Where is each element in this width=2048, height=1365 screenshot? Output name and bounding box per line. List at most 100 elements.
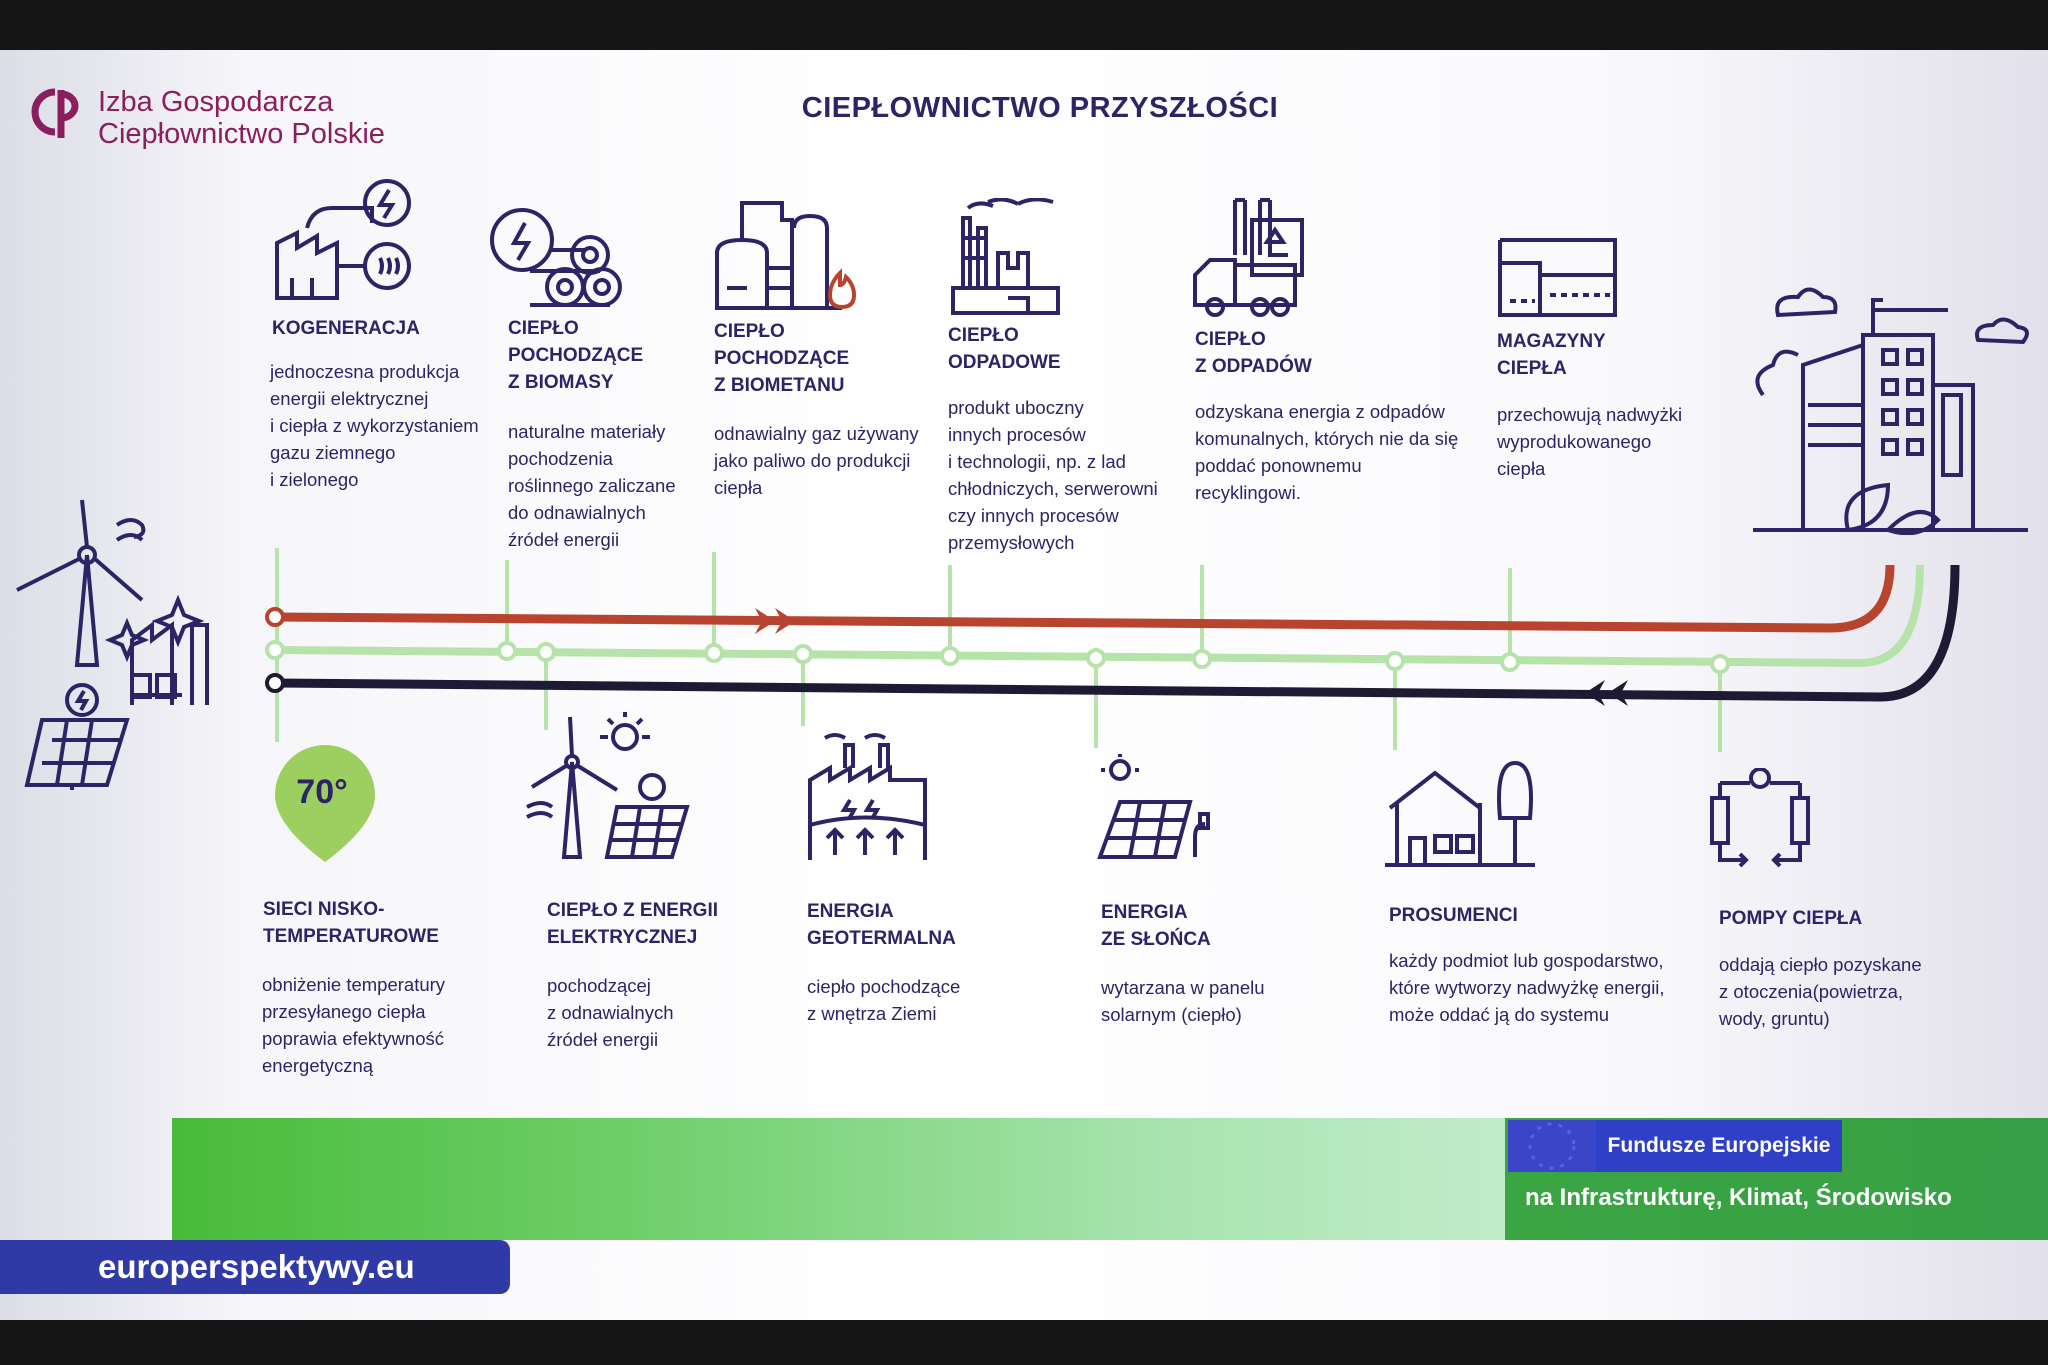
biomasa-heading: CIEPŁO POCHODZĄCE Z BIOMASY [508, 315, 643, 396]
heading-line: Z BIOMASY [508, 372, 614, 393]
org-name-line2: Ciepłownictwo Polskie [98, 118, 385, 150]
desc-line: energii elektrycznej [270, 388, 429, 409]
heading-line: ZE SŁOŃCA [1101, 929, 1211, 950]
biomasa-desc: naturalne materiały pochodzenia roślinne… [508, 418, 676, 553]
heat-pump-icon [1710, 768, 1810, 868]
heading-line: KOGENERACJA [272, 318, 420, 339]
desc-line: pochodzenia [508, 448, 613, 469]
desc-line: oddają ciepło pozyskane [1719, 954, 1922, 975]
sieci-desc: obniżenie temperatury przesyłanego ciepł… [262, 971, 445, 1079]
slonce-heading: ENERGIA ZE SŁOŃCA [1101, 899, 1211, 953]
prosumenci-desc: każdy podmiot lub gospodarstwo, które wy… [1389, 947, 1665, 1028]
supply-line [274, 564, 1895, 633]
z-odpadow-heading: CIEPŁO Z ODPADÓW [1195, 326, 1312, 380]
org-logo-icon [31, 88, 79, 138]
supply-flow-arrow-icon [755, 608, 795, 634]
desc-line: ciepła [714, 477, 763, 498]
heading-line: CIEPŁO Z ENERGII [547, 900, 719, 921]
desc-line: innych procesów [948, 424, 1086, 445]
desc-line: ciepła [1497, 458, 1546, 479]
heading-line: ENERGIA [807, 901, 894, 922]
desc-line: gazu ziemnego [270, 442, 396, 463]
desc-line: ciepło pochodzące [807, 976, 961, 997]
heading-line: CIEPŁO [1195, 329, 1266, 350]
desc-line: wytarzana w panelu [1101, 977, 1265, 998]
desc-line: z wnętrza Ziemi [807, 1003, 937, 1024]
watermark-label[interactable]: europerspektywy.eu [0, 1240, 510, 1294]
eu-flag-icon [1508, 1120, 1596, 1172]
desc-line: przechowują nadwyżki [1497, 404, 1683, 425]
desc-line: solarnym (ciepło) [1101, 1004, 1242, 1025]
desc-line: wody, gruntu) [1719, 1008, 1830, 1029]
heading-line: POCHODZĄCE [714, 348, 850, 369]
desc-line: naturalne materiały [508, 421, 666, 442]
heading-line: Z BIOMETANU [714, 375, 845, 396]
biometan-heading: CIEPŁO POCHODZĄCE Z BIOMETANU [714, 318, 849, 399]
green-line [274, 564, 1924, 668]
kogeneracja-desc: jednoczesna produkcja energii elektryczn… [270, 358, 479, 493]
desc-line: produkt uboczny [948, 397, 1084, 418]
desc-line: z odnawialnych [547, 1002, 674, 1023]
energy-sources-icon [16, 499, 209, 790]
heading-line: CIEPŁO [948, 325, 1019, 346]
heading-line: POCHODZĄCE [508, 345, 644, 366]
garbage-truck-icon [1193, 198, 1304, 317]
heading-line: Z ODPADÓW [1195, 356, 1312, 377]
wind-solar-icon [526, 712, 690, 859]
photo-bottom-border [0, 1320, 2048, 1365]
desc-line: chłodniczych, serwerowni [948, 478, 1158, 499]
footer-green-band [172, 1118, 1507, 1240]
heading-line: POMPY CIEPŁA [1719, 908, 1863, 929]
desc-line: i technologii, np. z lad [948, 451, 1126, 472]
desc-line: czy innych procesów [948, 505, 1119, 526]
bottom-connectors [275, 650, 1722, 752]
desc-line: przemysłowych [948, 532, 1075, 553]
temperature-badge: 70° [296, 773, 347, 811]
geotermalna-heading: ENERGIA GEOTERMALNA [807, 898, 956, 952]
energia-elektryczna-desc: pochodzącej z odnawialnych źródeł energi… [547, 972, 674, 1053]
geotermalna-desc: ciepło pochodzące z wnętrza Ziemi [807, 973, 960, 1027]
page-title: CIEPŁOWNICTWO PRZYSZŁOŚCI [801, 92, 1279, 124]
prosumenci-heading: PROSUMENCI [1389, 902, 1518, 929]
desc-line: recyklingowi. [1195, 482, 1301, 503]
desc-line: odzyskana energia z odpadów [1195, 401, 1445, 422]
top-connectors [275, 548, 1512, 662]
sieci-heading: SIECI NISKO- TEMPERATUROWE [263, 896, 439, 950]
desc-line: które wytworzy nadwyżkę energii, [1389, 977, 1665, 998]
heading-line: GEOTERMALNA [807, 928, 956, 949]
return-line [274, 564, 1960, 702]
desc-line: pochodzącej [547, 975, 651, 996]
city-buildings-icon [1753, 287, 2029, 535]
desc-line: może oddać ją do systemu [1389, 1004, 1610, 1025]
desc-line: wyprodukowanego [1497, 431, 1652, 452]
desc-line: do odnawialnych [508, 502, 646, 523]
desc-line: poddać ponownemu [1195, 455, 1362, 476]
desc-line: każdy podmiot lub gospodarstwo, [1389, 950, 1664, 971]
prosumer-house-icon [1385, 760, 1535, 867]
eu-program-name: na Infrastrukturę, Klimat, Środowisko [1525, 1184, 1952, 1211]
desc-line: z otoczenia(powietrza, [1719, 981, 1904, 1002]
heat-storage-icon [1498, 238, 1617, 317]
heading-line: ODPADOWE [948, 352, 1061, 373]
heading-line: ENERGIA [1101, 902, 1188, 923]
heading-line: PROSUMENCI [1389, 905, 1518, 926]
biomethane-plant-icon [715, 201, 857, 310]
desc-line: i ciepła z wykorzystaniem [270, 415, 479, 436]
factory-icon [951, 198, 1060, 315]
energia-elektryczna-heading: CIEPŁO Z ENERGII ELEKTRYCZNEJ [547, 897, 718, 951]
desc-line: jednoczesna produkcja [270, 361, 460, 382]
kogeneracja-heading: KOGENERACJA [272, 315, 420, 342]
biometan-desc: odnawialny gaz używany jako paliwo do pr… [714, 420, 919, 501]
slonce-desc: wytarzana w panelu solarnym (ciepło) [1101, 974, 1265, 1028]
odpadowe-desc: produkt uboczny innych procesów i techno… [948, 394, 1158, 556]
desc-line: energetyczną [262, 1055, 374, 1076]
heading-line: SIECI NISKO- [263, 899, 385, 920]
biomass-icon [490, 208, 622, 307]
cogeneration-icon [275, 179, 411, 300]
junction-dots [497, 641, 1730, 674]
z-odpadow-desc: odzyskana energia z odpadów komunalnych,… [1195, 398, 1458, 506]
desc-line: roślinnego zaliczane [508, 475, 676, 496]
desc-line: obniżenie temperatury [262, 974, 446, 995]
desc-line: komunalnych, których nie da się [1195, 428, 1459, 449]
